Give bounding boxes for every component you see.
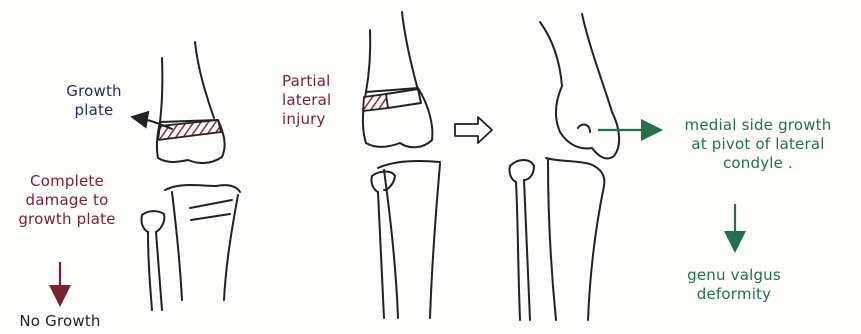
label-line: injury bbox=[282, 110, 352, 129]
growth-plate-hatch bbox=[158, 120, 221, 140]
label-line: at pivot of lateral bbox=[660, 135, 856, 154]
label-line: Complete bbox=[8, 172, 126, 191]
complete-damage-label: Complete damage to growth plate bbox=[8, 172, 126, 229]
label-line: damage to bbox=[8, 191, 126, 210]
label-line: growth plate bbox=[8, 210, 126, 229]
right-knee-sketch bbox=[509, 14, 619, 320]
growth-plate-pointer bbox=[138, 118, 172, 129]
partial-plate-intact bbox=[386, 89, 421, 108]
deformity-label: genu valgus deformity bbox=[664, 266, 804, 304]
label-line: Partial bbox=[282, 72, 352, 91]
label-line: genu valgus bbox=[664, 266, 804, 285]
left-knee-sketch bbox=[141, 42, 240, 310]
label-line: plate bbox=[58, 101, 130, 120]
middle-knee-sketch bbox=[363, 12, 440, 318]
partial-plate-hatch bbox=[363, 94, 388, 111]
medial-growth-label: medial side growth at pivot of lateral c… bbox=[660, 116, 856, 173]
partial-injury-label: Partial lateral injury bbox=[282, 72, 352, 129]
hollow-right-arrow-icon bbox=[455, 117, 492, 143]
no-growth-label: No Growth bbox=[10, 312, 110, 331]
growth-plate-label: Growth plate bbox=[58, 82, 130, 120]
label-line: medial side growth bbox=[660, 116, 856, 135]
label-line: condyle . bbox=[660, 154, 856, 173]
label-line: Growth bbox=[58, 82, 130, 101]
label-line: deformity bbox=[664, 285, 804, 304]
label-line: lateral bbox=[282, 91, 352, 110]
